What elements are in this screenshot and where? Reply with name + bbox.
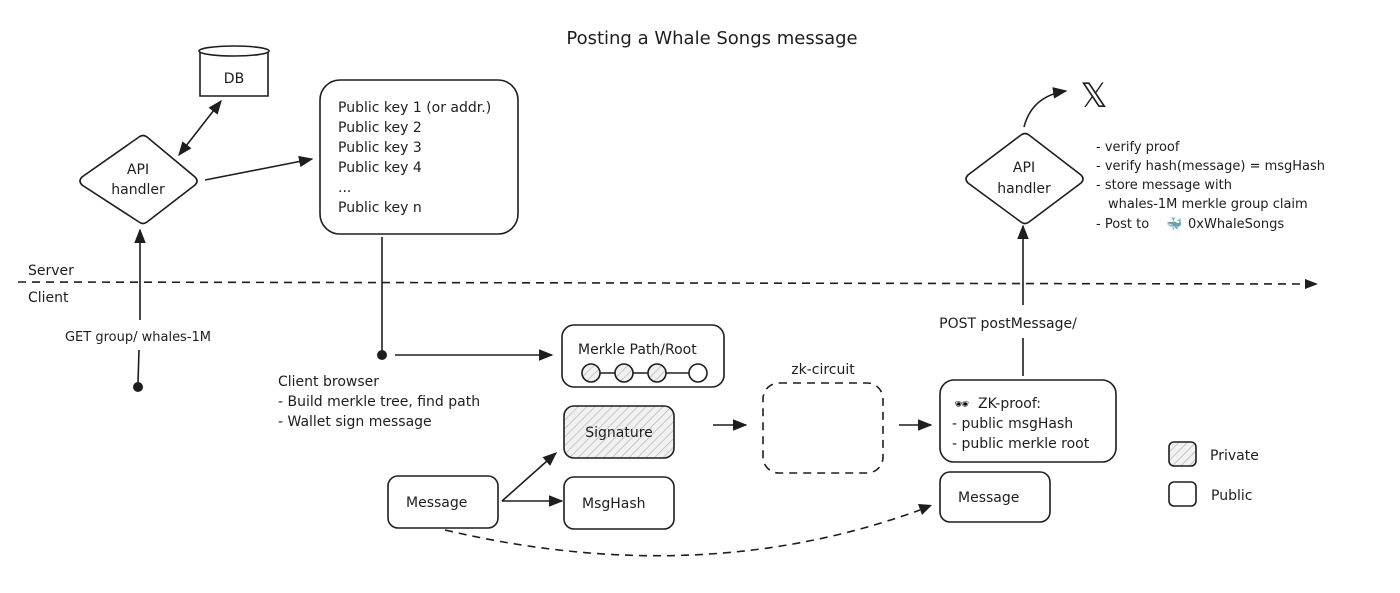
public-keys-box[interactable]: Public key 1 (or addr.) Public key 2 Pub… xyxy=(319,79,519,235)
api-handler-left-line2: handler xyxy=(111,182,165,198)
db-api-arrow xyxy=(178,99,222,157)
legend-swatch-private xyxy=(1168,441,1197,467)
zk-circuit-box[interactable]: zk-circuit xyxy=(762,362,884,474)
api-handler-left[interactable]: API handler xyxy=(79,134,198,225)
diagram-title: Posting a Whale Songs message xyxy=(566,28,857,49)
public-key-line: Public key 3 xyxy=(338,140,422,156)
msghash-label: MsgHash xyxy=(582,496,646,512)
divider-arrowhead xyxy=(1305,279,1318,289)
server-client-divider xyxy=(17,281,1306,285)
message-passthrough-arrow xyxy=(444,509,921,557)
legend: Private Public xyxy=(1168,441,1259,507)
message-client-box[interactable]: Message xyxy=(387,475,499,529)
post-request-label: POST postMessage/ xyxy=(939,316,1077,332)
merkle-path-label: Merkle Path/Root xyxy=(578,342,697,358)
client-browser-step: - Wallet sign message xyxy=(278,414,432,430)
legend-label-private: Private xyxy=(1210,448,1259,464)
server-step: - Post to xyxy=(1096,217,1149,232)
zk-proof-box[interactable]: 🕶 ZK-proof: - public msgHash - public me… xyxy=(939,379,1117,463)
api-handler-right-line2: handler xyxy=(997,181,1051,197)
client-browser-dot xyxy=(377,350,387,360)
sunglasses-icon: 🕶 xyxy=(954,397,969,411)
server-step: whales-1M merkle group claim xyxy=(1108,197,1308,212)
message-client-label: Message xyxy=(406,495,467,511)
msghash-box[interactable]: MsgHash xyxy=(563,476,675,530)
api-handler-right[interactable]: API handler xyxy=(965,132,1084,225)
message-server-label: Message xyxy=(958,490,1019,506)
db-label: DB xyxy=(224,71,244,87)
merkle-node-private xyxy=(614,363,634,383)
zone-label-client: Client xyxy=(28,290,69,306)
api-to-keys-arrow xyxy=(204,155,314,181)
public-key-line: Public key 2 xyxy=(338,120,422,136)
zk-proof-line: - public msgHash xyxy=(952,416,1073,432)
server-step-account[interactable]: 0xWhaleSongs xyxy=(1188,217,1284,232)
client-browser-title: Client browser xyxy=(278,374,379,390)
merkle-path-box[interactable]: Merkle Path/Root xyxy=(561,324,725,388)
signature-label: Signature xyxy=(585,425,653,441)
x-logo-icon[interactable]: 𝕏 xyxy=(1080,76,1107,116)
server-step: - verify proof xyxy=(1096,140,1180,155)
get-request-label: GET group/ whales-1M xyxy=(65,330,211,345)
db-node[interactable]: DB xyxy=(198,45,270,97)
merkle-node-private xyxy=(581,363,601,383)
api-handler-left-line1: API xyxy=(127,162,149,178)
zk-proof-line: - public merkle root xyxy=(952,436,1090,452)
signature-box[interactable]: Signature xyxy=(563,405,675,459)
merkle-node-root xyxy=(688,363,708,383)
server-step: - store message with xyxy=(1096,178,1232,193)
public-key-line: Public key n xyxy=(338,200,422,216)
client-browser-step: - Build merkle tree, find path xyxy=(278,394,480,410)
message-server-box[interactable]: Message xyxy=(939,471,1051,523)
server-step: - verify hash(message) = msgHash xyxy=(1096,159,1325,174)
get-request-line-lower xyxy=(137,349,140,384)
post-to-x-arrow xyxy=(1023,87,1068,128)
public-key-line: Public key 4 xyxy=(338,160,422,176)
legend-swatch-public xyxy=(1168,481,1197,507)
whale-icon: 🐳 xyxy=(1166,216,1182,232)
zone-label-server: Server xyxy=(28,263,74,279)
message-to-signature-arrow xyxy=(501,452,558,502)
public-key-line: ... xyxy=(338,180,351,196)
zk-circuit-label: zk-circuit xyxy=(791,362,855,378)
api-handler-right-line1: API xyxy=(1013,160,1035,176)
public-key-line: Public key 1 (or addr.) xyxy=(338,100,491,116)
merkle-node-private xyxy=(647,363,667,383)
zk-proof-title: ZK-proof: xyxy=(978,396,1041,412)
message-passthrough-arrowhead xyxy=(918,504,932,515)
legend-label-public: Public xyxy=(1211,488,1252,504)
get-request-origin-dot xyxy=(133,382,143,392)
